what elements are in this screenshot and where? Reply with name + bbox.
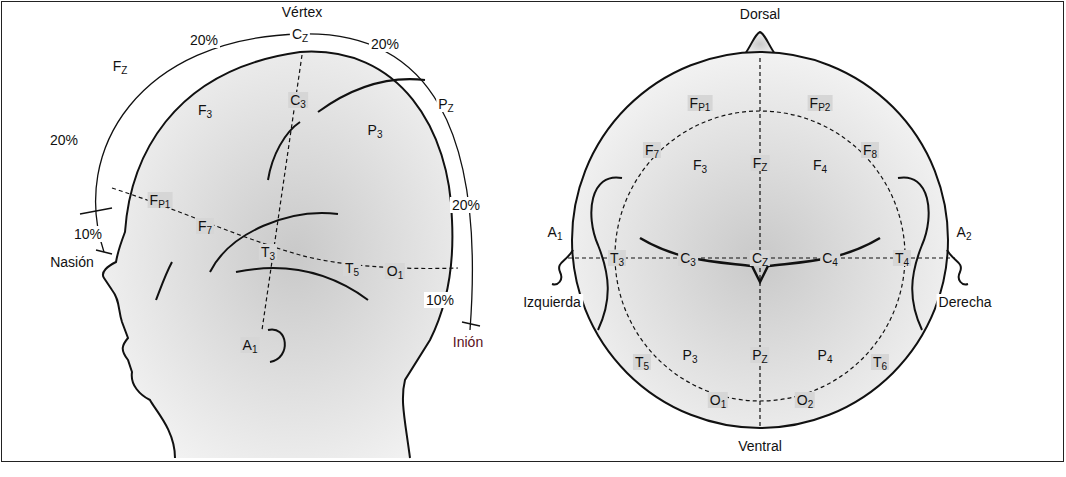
ear [268,329,285,362]
electrode-label: O1 [708,392,728,408]
electrode-label: FP1 [688,95,713,111]
sulcus [210,213,338,272]
annotation-label: Ventral [736,438,784,454]
electrode-label: F8 [861,142,879,158]
sulcus [268,122,300,180]
electrode-label: P4 [816,347,835,363]
annotation-label: Dorsal [738,6,782,22]
head-top [572,52,948,428]
electrode-label: T5 [633,354,651,370]
electrode-label: C3 [288,92,308,108]
electrode-label: T4 [893,250,911,266]
arc-tick [80,208,112,214]
frame [2,2,1064,462]
electrode-label: CZ [290,26,310,42]
electrode-label: FZ [751,155,770,171]
annotation-label: Derecha [937,294,994,310]
electrode-label: CZ [750,250,770,266]
annotation-label: Nasión [48,254,96,270]
measure-arc [96,34,473,330]
arc-tick [96,250,112,254]
electrode-label: T3 [608,250,626,266]
electrode-label: F4 [811,157,829,173]
arc-tick [462,322,480,326]
ear-lobe [947,250,968,284]
dashed-circle [615,111,905,401]
dashed-line [112,188,458,268]
electrode-label: FP1 [148,192,173,208]
annotation-label: 20% [450,197,482,213]
electrode-label: PZ [436,96,455,112]
electrode-label: F3 [196,102,214,118]
electrode-label: F7 [196,218,214,234]
annotation-label: 20% [48,132,80,148]
annotation-label: Izquierda [521,294,583,310]
dashed-line [759,58,760,428]
electrode-label: PZ [750,347,769,363]
annotation-label: 10% [424,292,456,308]
electrode-label: O2 [795,392,815,408]
head-profile [103,52,452,458]
electrode-label: A2 [955,224,974,240]
electrode-label: C4 [820,250,840,266]
electrode-label: FZ [111,58,130,74]
annotation-label: 20% [369,36,401,52]
electrode-label: C3 [678,250,698,266]
ear-lobe [552,250,573,284]
electrode-label: P3 [366,122,385,138]
sulcus [318,79,425,112]
electrode-label: P3 [681,347,700,363]
electrode-label: O1 [385,263,405,279]
annotation-label: Inión [451,334,485,350]
electrode-label: A1 [241,337,260,353]
central-sulcus [640,238,880,282]
sulcus [156,262,172,300]
electrode-label: F3 [691,157,709,173]
electrode-label: A1 [546,224,565,240]
annotation-label: 20% [188,32,220,48]
annotation-label: Vértex [280,4,324,20]
electrode-label: T5 [343,260,361,276]
nose [745,32,775,54]
electrode-label: T3 [259,244,277,260]
electrode-label: T6 [871,354,889,370]
electrode-label: F7 [643,142,661,158]
electrode-label: FP2 [808,95,833,111]
annotation-label: 10% [72,226,104,242]
